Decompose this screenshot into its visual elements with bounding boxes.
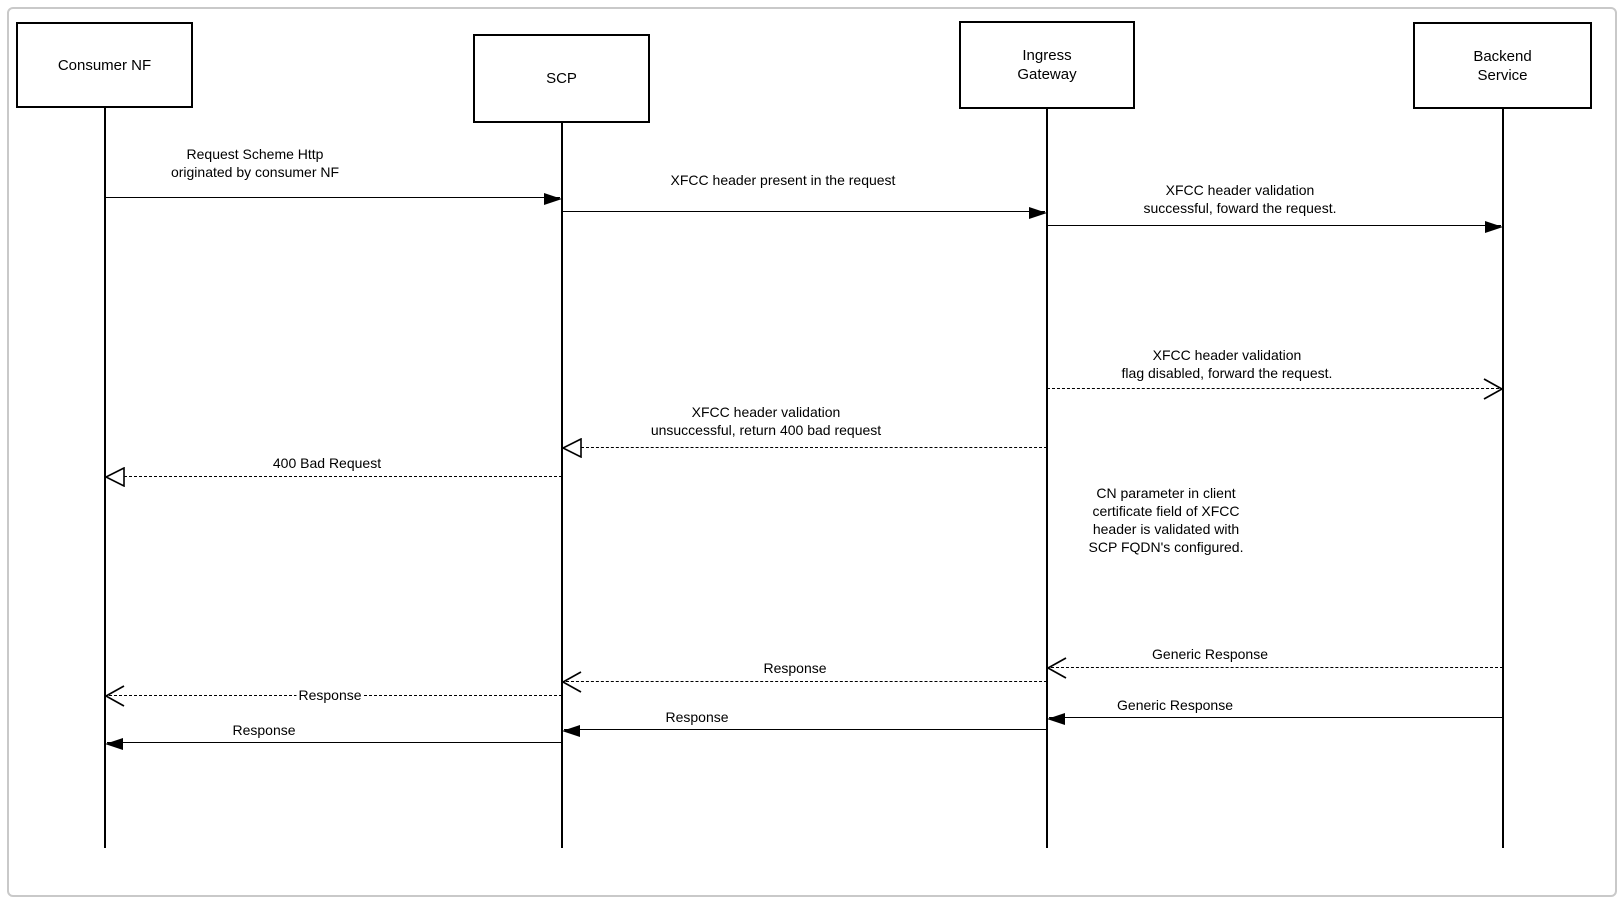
- lifeline-backend-service: [1502, 109, 1504, 848]
- message-line-response-solid-to-consumer: [107, 742, 562, 744]
- lifeline-scp: [561, 123, 563, 848]
- message-label-generic-response-solid: Generic Response: [1117, 697, 1233, 715]
- message-label-line: flag disabled, forward the request.: [1121, 364, 1333, 381]
- message-label-response-solid-to-consumer: Response: [232, 722, 295, 740]
- message-label-line: XFCC header present in the request: [670, 172, 896, 188]
- filled-arrowhead-icon: [562, 724, 580, 737]
- message-label-line: Response: [763, 660, 827, 676]
- message-label-line: unsuccessful, return 400 bad request: [650, 421, 882, 438]
- hollow-arrowhead-icon: [561, 437, 582, 459]
- lifeline-consumer-nf: [104, 108, 106, 848]
- message-label-line: Response: [665, 709, 729, 725]
- filled-arrowhead-icon: [1485, 220, 1503, 233]
- message-label-line: XFCC header validation: [1152, 347, 1302, 363]
- message-line-response-dashed-to-scp: [566, 681, 1047, 683]
- message-label-line: Request Scheme Http: [186, 146, 324, 162]
- actor-label-consumer-nf: Consumer NF: [57, 56, 152, 74]
- message-label-line: 400 Bad Request: [272, 455, 382, 471]
- actor-label-backend-service: Backend: [1473, 47, 1532, 65]
- message-label-response-solid-to-scp: Response: [665, 709, 728, 727]
- message-label-response-dashed-to-consumer: Response: [296, 687, 364, 705]
- message-label-line: Response: [232, 722, 296, 738]
- filled-arrowhead-icon: [105, 737, 123, 750]
- message-label-bad-request-400: 400 Bad Request: [273, 455, 381, 473]
- message-label-line: Generic Response: [1152, 646, 1268, 662]
- actor-label-scp: SCP: [546, 70, 577, 87]
- message-line-xfcc-validation-unsuccessful: [581, 447, 1047, 449]
- note-line: CN parameter in client: [1096, 485, 1236, 501]
- note-line: header is validated with: [1092, 521, 1240, 537]
- message-line-xfcc-header-present: [562, 211, 1045, 213]
- message-label-generic-response-dashed: Generic Response: [1152, 646, 1268, 664]
- message-label-line: successful, foward the request.: [1143, 199, 1337, 216]
- message-line-generic-response-dashed: [1051, 667, 1503, 669]
- filled-arrowhead-icon: [544, 192, 562, 205]
- message-line-xfcc-validation-flag-disabled: [1047, 388, 1499, 390]
- filled-arrowhead-icon: [1047, 712, 1065, 725]
- page-border: [7, 7, 1617, 897]
- hollow-arrowhead-icon: [104, 466, 125, 488]
- lifeline-ingress-gateway: [1046, 109, 1048, 848]
- note-line: certificate field of XFCC: [1092, 503, 1240, 519]
- message-label-line: Response: [298, 687, 362, 703]
- message-line-bad-request-400: [124, 476, 562, 478]
- message-line-generic-response-solid: [1049, 717, 1503, 719]
- message-label-xfcc-header-present: XFCC header present in the request: [671, 172, 896, 190]
- message-line-xfcc-validation-successful: [1047, 225, 1501, 227]
- message-label-response-dashed-to-scp: Response: [763, 660, 826, 678]
- actor-box-scp: SCP: [473, 34, 650, 123]
- open-arrowhead-icon: [1483, 378, 1504, 400]
- filled-arrowhead-icon: [1029, 206, 1047, 219]
- note-cn-parameter-validation: CN parameter in client certificate field …: [1089, 484, 1244, 556]
- message-label-line: XFCC header validation: [1165, 182, 1315, 198]
- message-label-line: Generic Response: [1117, 697, 1233, 713]
- open-arrowhead-icon: [1046, 657, 1067, 679]
- message-line-response-solid-to-scp: [564, 729, 1047, 731]
- open-arrowhead-icon: [561, 671, 582, 693]
- actor-label-backend-service: Service: [1477, 66, 1528, 84]
- message-label-line: XFCC header validation: [691, 404, 841, 420]
- open-arrowhead-icon: [104, 685, 125, 707]
- actor-box-consumer-nf: Consumer NF: [16, 22, 193, 108]
- note-line: SCP FQDN's configured.: [1088, 539, 1244, 555]
- message-label-line: originated by consumer NF: [170, 163, 340, 180]
- message-line-request-scheme-http: [105, 197, 560, 199]
- actor-label-ingress-gateway: Gateway: [1017, 66, 1077, 83]
- actor-label-ingress-gateway: Ingress: [1022, 47, 1072, 64]
